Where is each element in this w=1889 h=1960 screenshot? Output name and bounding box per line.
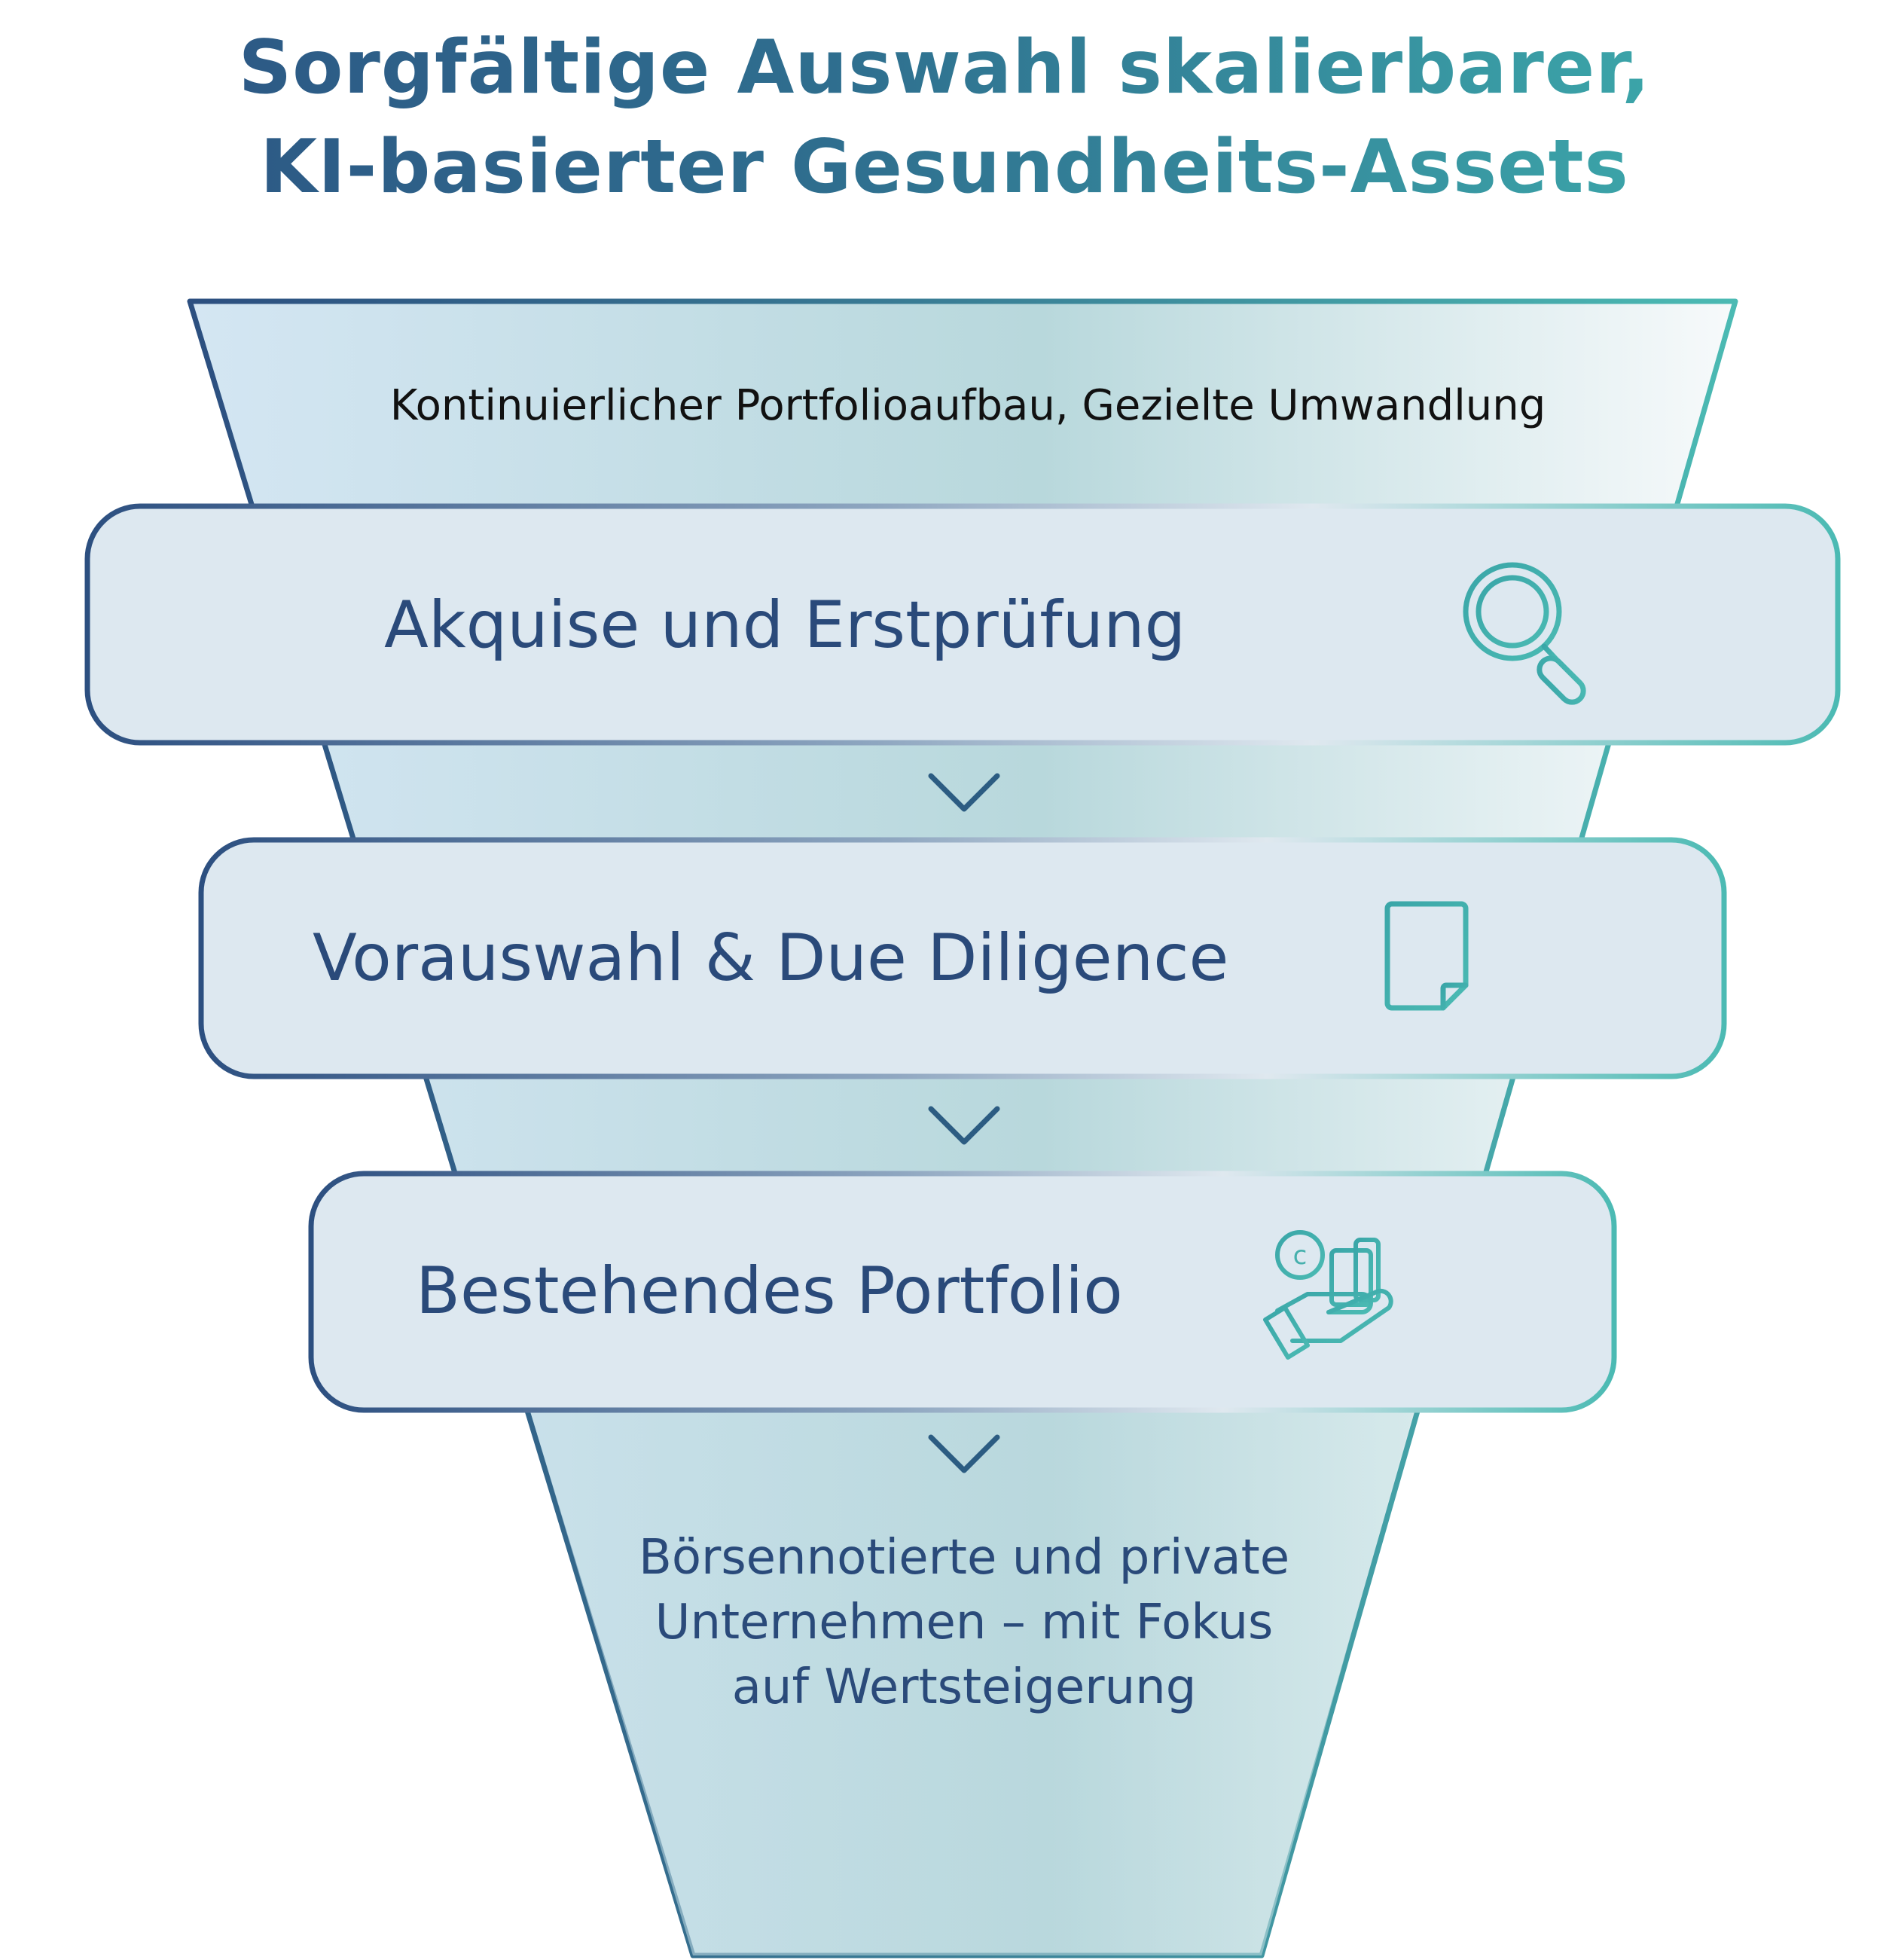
title-line-1: Sorgfältige Auswahl skalierbarer, xyxy=(0,23,1889,113)
stage-label-due-diligence: Vorauswahl & Due Diligence xyxy=(313,920,1229,996)
chevron-down-icon xyxy=(928,1434,1000,1473)
funnel-bottom-text: Börsennotierte und private Unternehmen –… xyxy=(638,1530,1290,1715)
stage-label-portfolio: Bestehendes Portfolio xyxy=(416,1253,1123,1329)
stage-box-1 xyxy=(84,503,1841,746)
document-icon xyxy=(1384,901,1469,1011)
stage-box-2 xyxy=(198,837,1727,1079)
stage-label-acquisition: Akquise und Erstprüfung xyxy=(384,588,1186,663)
stage-box-3 xyxy=(308,1171,1617,1413)
chevron-down-icon xyxy=(928,773,1000,812)
funnel-top-label: Kontinuierlicher Portfolioaufbau, Geziel… xyxy=(389,381,1546,430)
title-line-2: KI-basierter Gesundheits-Assets xyxy=(0,122,1889,212)
hand-coins-icon: c xyxy=(1263,1230,1393,1360)
chevron-down-icon xyxy=(928,1106,1000,1145)
funnel-bottom-section xyxy=(527,1401,1416,1955)
magnifier-icon xyxy=(1463,562,1586,705)
svg-text:c: c xyxy=(1293,1241,1308,1271)
